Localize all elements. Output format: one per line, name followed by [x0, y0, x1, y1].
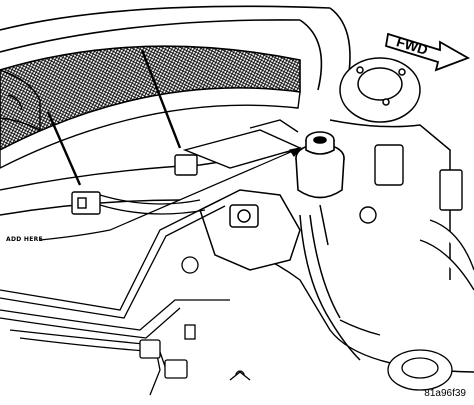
- connector-block-left: [71, 154, 198, 215]
- add-here-label: ADD HERE: [6, 236, 43, 243]
- figure-id-label: 81a96f39: [424, 388, 466, 399]
- right-components: [359, 144, 474, 291]
- support-bracket: [182, 119, 303, 169]
- master-cylinder: [199, 189, 301, 271]
- fluid-reservoir: [295, 131, 345, 199]
- leader-lines: [46, 49, 182, 186]
- add-here-leader: [39, 147, 302, 241]
- brake-lines: [0, 194, 230, 396]
- wiring-harness: [299, 204, 361, 361]
- cowl-grille: [0, 45, 301, 169]
- lower-fittings: [139, 256, 453, 391]
- hinge-left: [0, 69, 41, 132]
